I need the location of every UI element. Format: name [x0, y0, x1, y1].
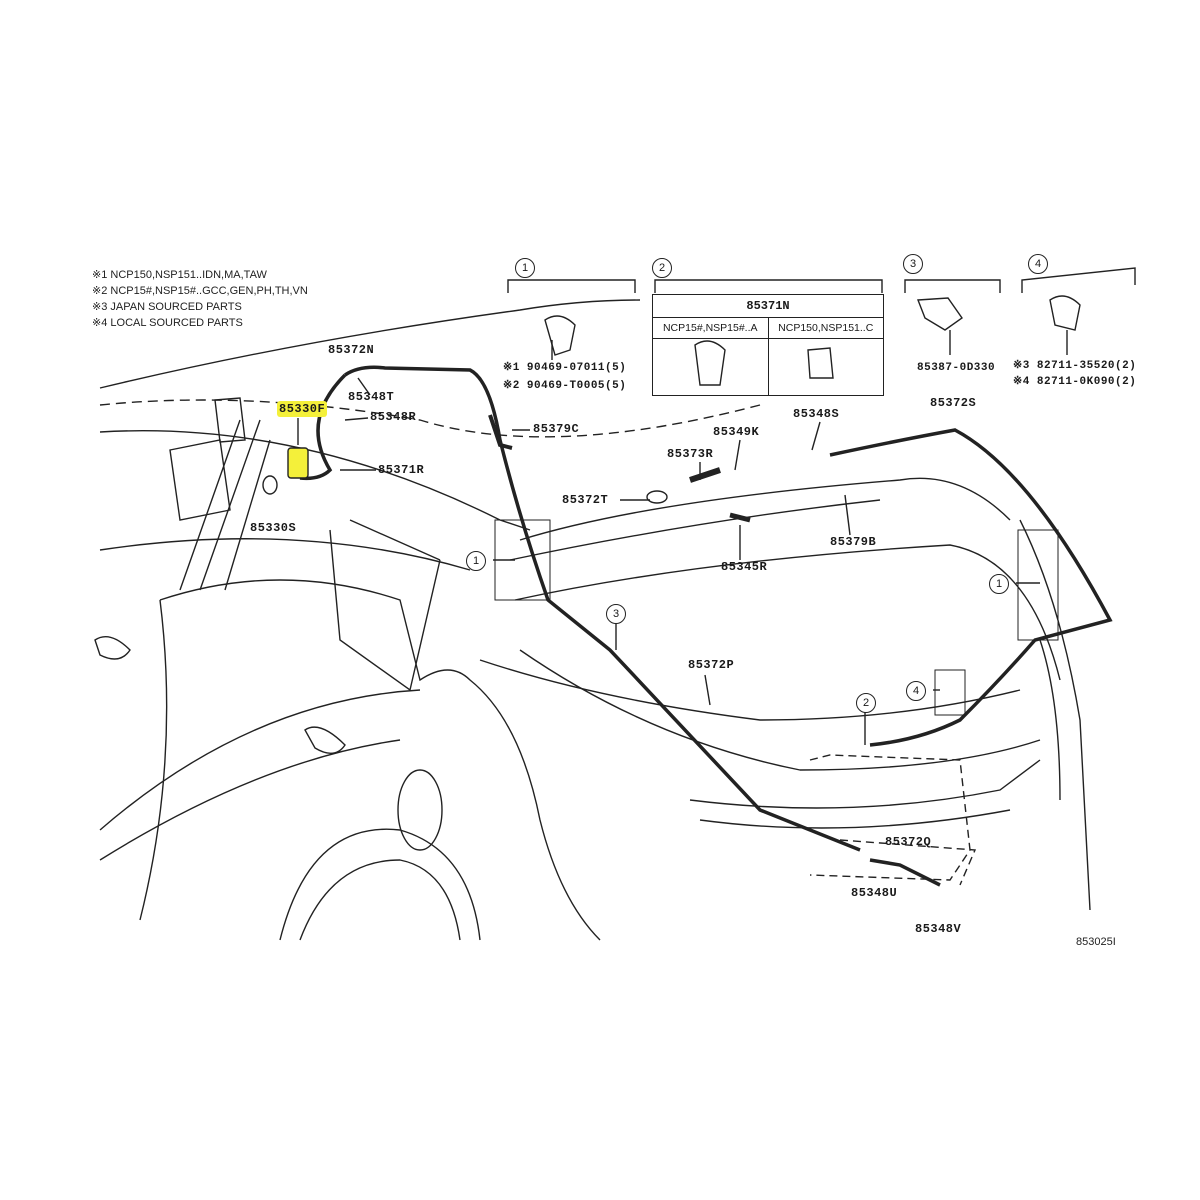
group-2-number: 2	[652, 258, 672, 278]
callout-3: 3	[606, 604, 626, 624]
part-label-85349K[interactable]: 85349K	[713, 425, 760, 439]
part-label-85348T[interactable]: 85348T	[348, 390, 395, 404]
part-label-85379B[interactable]: 85379B	[830, 535, 877, 549]
part-label-85372P[interactable]: 85372P	[688, 658, 735, 672]
part-label-85348V[interactable]: 85348V	[915, 922, 962, 936]
callout-1-left: 1	[466, 551, 486, 571]
group-1-part-1: ※1 90469-07011(5)	[503, 362, 627, 374]
group-2-variant-table: 85371N NCP15#,NSP15#..A NCP150,NSP151..C	[652, 294, 884, 396]
callout-4: 4	[906, 681, 926, 701]
note-4: ※4 LOCAL SOURCED PARTS	[92, 317, 243, 329]
part-label-85373R[interactable]: 85373R	[667, 447, 714, 461]
callout-1-right: 1	[989, 574, 1009, 594]
part-label-85345R[interactable]: 85345R	[721, 560, 768, 574]
part-label-85348U[interactable]: 85348U	[851, 886, 898, 900]
figure-id: 853025I	[1076, 936, 1116, 948]
part-label-85372N[interactable]: 85372N	[328, 343, 375, 357]
part-label-85372Q[interactable]: 85372Q	[885, 835, 932, 849]
group-4-number: 4	[1028, 254, 1048, 274]
note-2: ※2 NCP15#,NSP15#..GCC,GEN,PH,TH,VN	[92, 285, 308, 297]
part-label-85348R[interactable]: 85348R	[370, 410, 417, 424]
part-label-85330S[interactable]: 85330S	[250, 521, 297, 535]
group-3-number: 3	[903, 254, 923, 274]
part-label-85372S[interactable]: 85372S	[930, 396, 977, 410]
part-label-85371R[interactable]: 85371R	[378, 463, 425, 477]
group-3-part: 85387-0D330	[917, 362, 996, 374]
group-4-part-1: ※3 82711-35520(2)	[1013, 360, 1137, 372]
variant-col-a: NCP15#,NSP15#..A	[653, 318, 768, 339]
part-label-85379C[interactable]: 85379C	[533, 422, 580, 436]
part-label-85372T[interactable]: 85372T	[562, 493, 609, 507]
group-1-number: 1	[515, 258, 535, 278]
part-label-85348S[interactable]: 85348S	[793, 407, 840, 421]
note-3: ※3 JAPAN SOURCED PARTS	[92, 301, 242, 313]
callout-2: 2	[856, 693, 876, 713]
part-label-85330F-highlighted[interactable]: 85330F	[277, 401, 328, 417]
variant-table-title: 85371N	[653, 295, 883, 318]
variant-col-c: NCP150,NSP151..C	[768, 318, 883, 339]
note-1: ※1 NCP150,NSP151..IDN,MA,TAW	[92, 269, 267, 281]
group-1-part-2: ※2 90469-T0005(5)	[503, 380, 627, 392]
group-4-part-2: ※4 82711-0K090(2)	[1013, 376, 1137, 388]
